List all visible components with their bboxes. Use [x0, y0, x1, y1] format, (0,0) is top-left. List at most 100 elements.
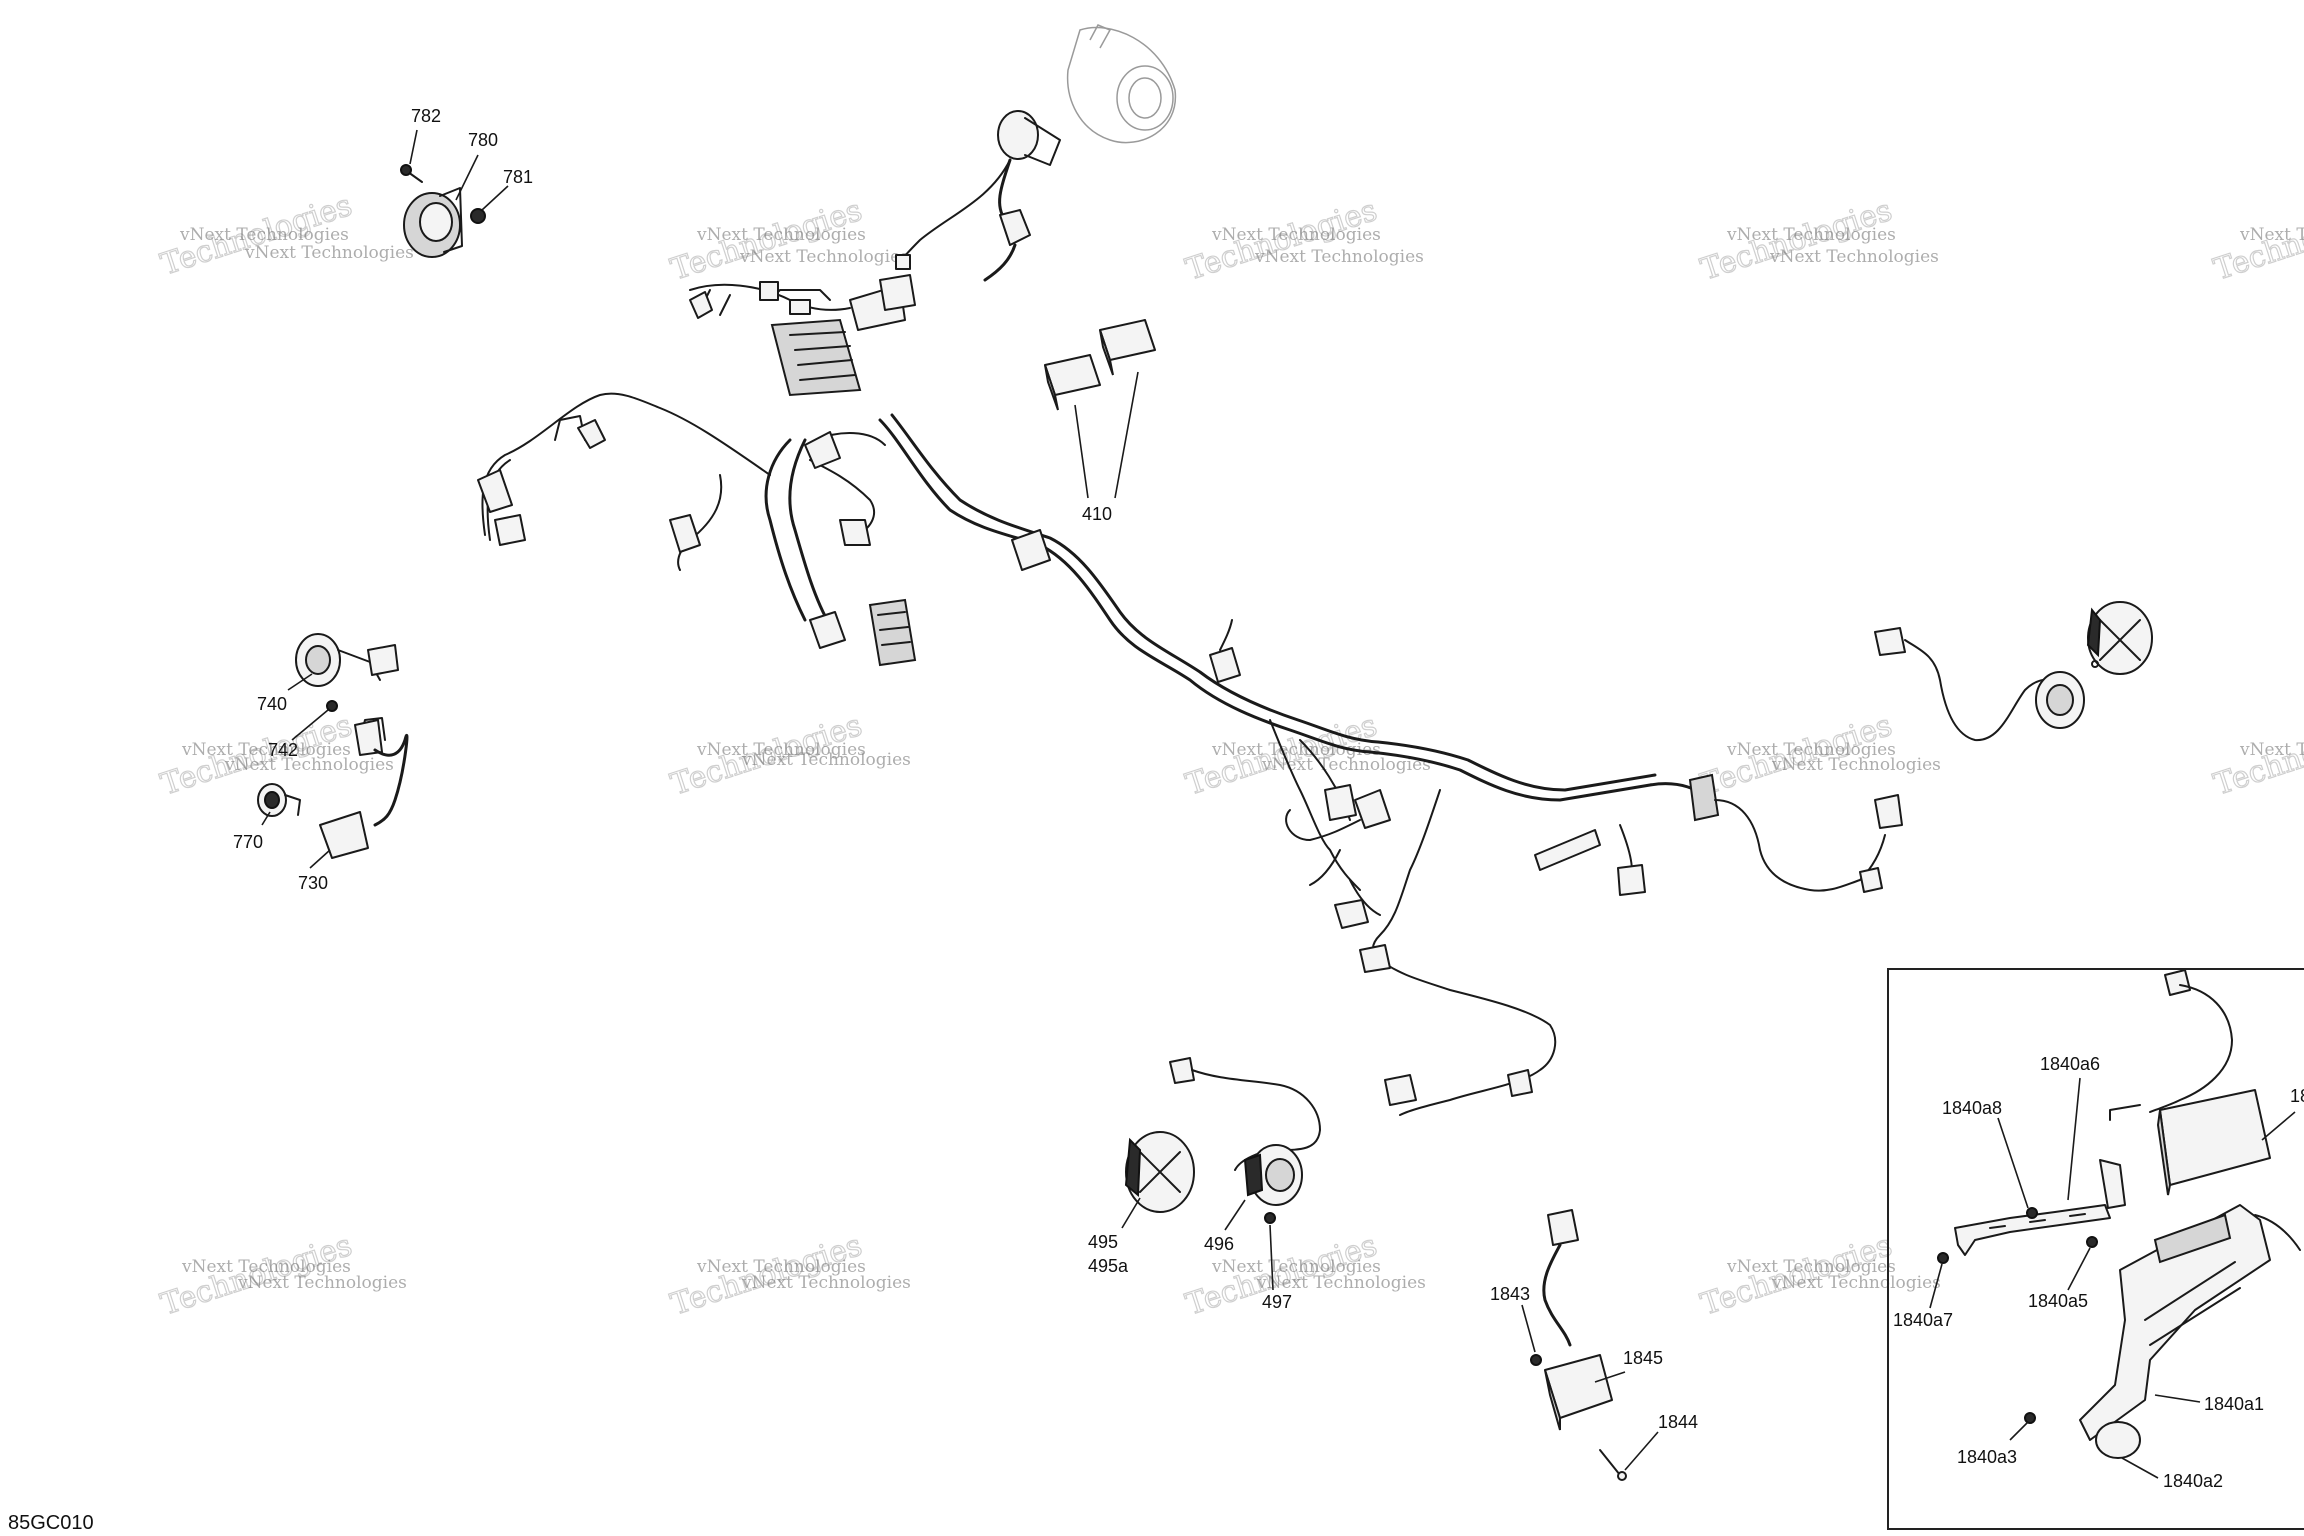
leader-1840a1	[2154, 1394, 2201, 1403]
leader-780	[455, 154, 479, 201]
leader-781	[481, 185, 509, 211]
callout-1843: 1843	[1490, 1284, 1530, 1304]
callout-18-partial: 18	[2290, 1086, 2304, 1106]
leader-410	[1074, 404, 1089, 499]
svg-text:vNext Technologies: vNext Technologies	[179, 225, 349, 245]
watermark: Technologies vNext Technologies vNext Te…	[666, 707, 911, 803]
svg-text:vNext Technologies: vNext Technologies	[1254, 247, 1424, 267]
svg-text:vNext Technologies: vNext Technologies	[2239, 740, 2304, 760]
callout-730: 730	[298, 873, 328, 893]
svg-text:vNext Technologies: vNext Technologies	[1771, 755, 1941, 775]
svg-text:vNext Technologies: vNext Technologies	[1256, 1273, 1426, 1293]
leader-782	[409, 129, 418, 165]
svg-text:vNext Technologies: vNext Technologies	[1211, 1257, 1381, 1277]
connector	[2164, 969, 2191, 996]
leader-1845	[1594, 1371, 1626, 1383]
svg-text:vNext Technologies: vNext Technologies	[1211, 225, 1381, 245]
svg-text:vNext Technologies: vNext Technologies	[1726, 1257, 1896, 1277]
leader-742	[291, 709, 329, 741]
svg-text:vNext Technologies: vNext Technologies	[1261, 755, 1431, 775]
watermark: Technologies vNext Technologies vNext Te…	[666, 1227, 911, 1323]
svg-text:vNext Technologies: vNext Technologies	[1726, 740, 1896, 760]
leader-1840a8	[1997, 1117, 2029, 1209]
svg-text:vNext Technologies: vNext Technologies	[181, 740, 351, 760]
callout-782: 782	[411, 106, 441, 126]
watermark: Technologies vNext Technologies vNext Te…	[1696, 707, 1941, 803]
svg-text:vNext Technologies: vNext Technologies	[739, 247, 909, 267]
callout-770: 770	[233, 832, 263, 852]
watermark: Technologies vNext Technologies vNext Te…	[156, 187, 414, 283]
callout-1844: 1844	[1658, 1412, 1698, 1432]
svg-text:vNext Technologies: vNext Technologies	[741, 1273, 911, 1293]
left-light-assembly	[257, 633, 409, 859]
connector	[1874, 627, 1906, 656]
fastener	[2024, 1412, 2036, 1424]
horn-nut	[470, 208, 486, 224]
fastener	[326, 700, 338, 712]
fastener	[1530, 1354, 1542, 1366]
svg-text:vNext Technologies: vNext Technologies	[696, 740, 866, 760]
connector	[1169, 1057, 1195, 1084]
headlight-connector	[895, 254, 911, 270]
svg-text:vNext Technologies: vNext Technologies	[181, 1257, 351, 1277]
callout-740: 740	[257, 694, 287, 714]
connector	[1547, 1209, 1579, 1246]
fastener	[1264, 1212, 1276, 1224]
leader-1840a7	[1929, 1263, 1943, 1309]
rear-light-assembly	[1530, 1209, 1627, 1481]
svg-text:vNext Technologies: vNext Technologies	[1726, 225, 1896, 245]
horn-assembly	[400, 164, 486, 258]
watermark: Technologies vNext Technologies	[2209, 707, 2304, 803]
leader-1840a5	[2067, 1247, 2091, 1291]
callout-1840a6: 1840a6	[2040, 1054, 2100, 1074]
right-light-assembly	[1874, 601, 2153, 742]
fastener	[2026, 1207, 2038, 1219]
callout-1840a5: 1840a5	[2028, 1291, 2088, 1311]
callout-1840a7: 1840a7	[1893, 1310, 1953, 1330]
harness-trunk	[878, 418, 1712, 802]
svg-text:vNext Technologies: vNext Technologies	[244, 243, 414, 263]
leader-495	[1121, 1197, 1141, 1229]
relay-pair	[1044, 319, 1156, 411]
callout-742: 742	[268, 740, 298, 760]
svg-text:vNext Technologies: vNext Technologies	[696, 225, 866, 245]
horn-bracket	[439, 187, 463, 253]
callout-410: 410	[1082, 504, 1112, 524]
callout-1840a2: 1840a2	[2163, 1471, 2223, 1491]
leader-1840a2	[2121, 1457, 2159, 1479]
horn-face	[419, 202, 453, 242]
callout-1840a1: 1840a1	[2204, 1394, 2264, 1414]
svg-text:vNext Technologies: vNext Technologies	[1769, 247, 1939, 267]
leader-1843	[1521, 1304, 1536, 1353]
watermark: Technologies vNext Technologies vNext Te…	[1696, 192, 1939, 288]
fuse-box	[770, 318, 862, 397]
main-wiring-harness	[477, 274, 1903, 1116]
callout-780: 780	[468, 130, 498, 150]
leader-730	[309, 849, 331, 869]
lower-light-assembly	[1124, 1057, 1321, 1224]
watermark: Technologies vNext Technologies vNext Te…	[666, 192, 909, 288]
callout-495a: 495a	[1088, 1256, 1129, 1276]
watermark: Technologies vNext Technologies	[2209, 192, 2304, 288]
headlight-socket	[997, 110, 1039, 160]
callout-495: 495	[1088, 1232, 1118, 1252]
watermark: Technologies vNext Technologies vNext Te…	[156, 1227, 407, 1323]
leader-496	[1224, 1199, 1246, 1231]
lamp-wire-boot	[319, 811, 369, 859]
leader-1844	[1624, 1431, 1659, 1471]
callout-497: 497	[1262, 1292, 1292, 1312]
ecm-connector	[868, 598, 917, 667]
connector	[477, 469, 513, 513]
svg-text:vNext Technologies: vNext Technologies	[696, 1257, 866, 1277]
callout-781: 781	[503, 167, 533, 187]
fastener	[1937, 1252, 1949, 1264]
inset-license-plate-assembly	[1937, 969, 2301, 1459]
watermark: Technologies vNext Technologies vNext Te…	[1181, 192, 1424, 288]
inset-frame	[1887, 968, 2304, 1530]
plate-holder	[2079, 1204, 2271, 1441]
callout-496: 496	[1204, 1234, 1234, 1254]
leader-1840a6	[2067, 1077, 2081, 1201]
mounting-bracket	[1954, 1204, 2111, 1256]
svg-text:vNext Technologies: vNext Technologies	[2239, 225, 2304, 245]
